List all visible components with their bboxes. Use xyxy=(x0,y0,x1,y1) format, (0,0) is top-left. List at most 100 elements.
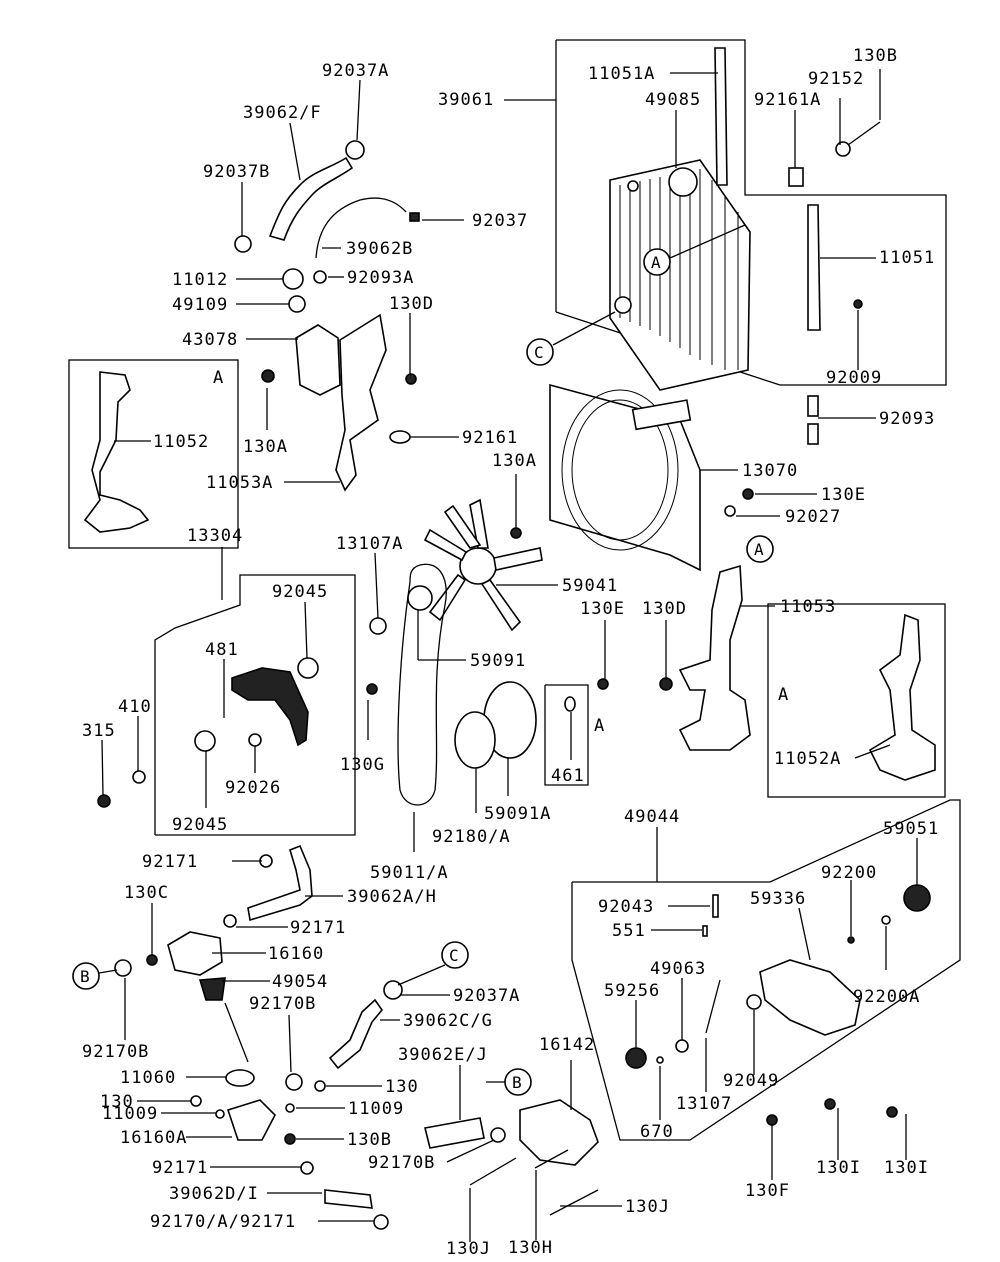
label-39062d-i: 39062D/I xyxy=(169,1184,259,1204)
washer-92200a xyxy=(881,915,891,925)
clamp-92037a-top xyxy=(345,140,365,160)
label-130a-left: 130A xyxy=(243,437,288,457)
label-92027: 92027 xyxy=(785,507,841,527)
label-11012: 11012 xyxy=(172,270,228,290)
label-11052a: 11052A xyxy=(774,749,841,769)
label-92093: 92093 xyxy=(879,409,935,429)
callout-b-mid: B xyxy=(486,1068,532,1096)
label-49044: 49044 xyxy=(624,807,680,827)
nut-92027 xyxy=(724,505,736,517)
pulley-group-box xyxy=(544,684,589,786)
label-13304: 13304 xyxy=(187,526,243,546)
label-39061: 39061 xyxy=(438,90,494,110)
inset-a-label-mid: A xyxy=(594,716,605,736)
hose-39062a-h xyxy=(247,844,313,922)
bolt-130e-top xyxy=(742,488,754,500)
label-11051a: 11051A xyxy=(588,64,655,84)
bracket-11053a xyxy=(335,313,387,492)
plug-130-b xyxy=(314,1080,326,1092)
label-39062c-g: 39062C/G xyxy=(403,1011,493,1031)
washer-92049 xyxy=(746,994,762,1010)
clamp-92170-92171 xyxy=(373,1214,389,1230)
clamp-92170b-a xyxy=(114,959,132,977)
clamp-92037b xyxy=(234,235,252,253)
shaft-13107 xyxy=(705,979,721,1034)
label-551: 551 xyxy=(612,921,646,941)
label-92037a-top: 92037A xyxy=(322,61,389,81)
bracket-11052 xyxy=(83,371,150,533)
strip-92093b xyxy=(807,423,819,445)
label-130j-a: 130J xyxy=(446,1239,491,1259)
label-49085: 49085 xyxy=(645,90,701,110)
label-315: 315 xyxy=(82,721,116,741)
hose-39062d-i xyxy=(324,1189,373,1209)
radiator-part xyxy=(609,159,751,391)
clamp-92171-b xyxy=(223,914,237,928)
label-59256: 59256 xyxy=(604,981,660,1001)
inset-a-label-left: A xyxy=(213,368,224,388)
fan-shroud-13070 xyxy=(549,383,701,572)
label-16142: 16142 xyxy=(539,1035,595,1055)
label-130-b: 130 xyxy=(385,1077,419,1097)
label-11009-b: 11009 xyxy=(348,1099,404,1119)
bracket-11051 xyxy=(807,204,821,331)
bolt-130h xyxy=(534,1149,569,1169)
strip-92093a xyxy=(807,395,819,417)
label-92045-top: 92045 xyxy=(272,582,328,602)
label-11052: 11052 xyxy=(153,432,209,452)
oilpump-group-box xyxy=(571,799,961,1141)
label-16160a: 16160A xyxy=(120,1128,187,1148)
label-11053a: 11053A xyxy=(206,473,273,493)
cap-49109 xyxy=(288,295,306,313)
label-59041: 59041 xyxy=(562,576,618,596)
svg-text:B: B xyxy=(80,967,90,986)
bolt-130g xyxy=(366,683,378,695)
label-130b-bot: 130B xyxy=(347,1130,392,1150)
housing-16160 xyxy=(167,931,223,976)
label-130e-top: 130E xyxy=(821,485,866,505)
label-92045-bot: 92045 xyxy=(172,815,228,835)
label-92180a: 92180/A xyxy=(432,827,511,847)
bracket-11053 xyxy=(678,564,751,751)
hose-39062f xyxy=(268,156,354,241)
label-59051: 59051 xyxy=(883,819,939,839)
label-92170b-a: 92170B xyxy=(249,994,316,1014)
label-39062f: 39062/F xyxy=(243,103,322,123)
callout-a-mid: A xyxy=(746,535,774,563)
label-92026: 92026 xyxy=(225,778,281,798)
label-49054: 49054 xyxy=(272,972,328,992)
gasket-92180a xyxy=(454,711,496,769)
label-11051: 11051 xyxy=(879,248,935,268)
clamp-92171-c xyxy=(300,1161,314,1175)
label-39062b: 39062B xyxy=(346,239,413,259)
label-92200a: 92200A xyxy=(853,987,920,1007)
svg-text:A: A xyxy=(651,253,661,272)
label-92093a: 92093A xyxy=(347,268,414,288)
label-92161a: 92161A xyxy=(754,90,821,110)
label-92171-b: 92171 xyxy=(290,918,346,938)
label-92037a-mid: 92037A xyxy=(453,986,520,1006)
washer-92152 xyxy=(835,141,851,157)
washer-410 xyxy=(132,770,146,784)
gasket-11060 xyxy=(225,1069,255,1087)
inset-a-label-right: A xyxy=(778,685,789,705)
gear-49063 xyxy=(675,1039,689,1053)
bolt-130j-a xyxy=(469,1157,517,1186)
gasket-11009-a xyxy=(215,1109,225,1119)
label-43078: 43078 xyxy=(182,330,238,350)
washer-461 xyxy=(564,696,576,712)
fan-group-box xyxy=(154,574,356,836)
svg-text:B: B xyxy=(512,1073,522,1092)
label-130-a: 130 xyxy=(100,1092,134,1112)
pulley-59091 xyxy=(407,585,433,611)
label-59091: 59091 xyxy=(470,651,526,671)
ring-92093a xyxy=(313,270,327,284)
label-92152: 92152 xyxy=(808,69,864,89)
bolt-130j-b xyxy=(549,1189,599,1216)
bolt-130b-bot xyxy=(284,1133,296,1145)
label-130e-mid: 130E xyxy=(580,599,625,619)
reservoir-43078 xyxy=(295,324,341,396)
bolt-130a-left xyxy=(261,369,275,383)
cap-11012 xyxy=(282,268,304,290)
